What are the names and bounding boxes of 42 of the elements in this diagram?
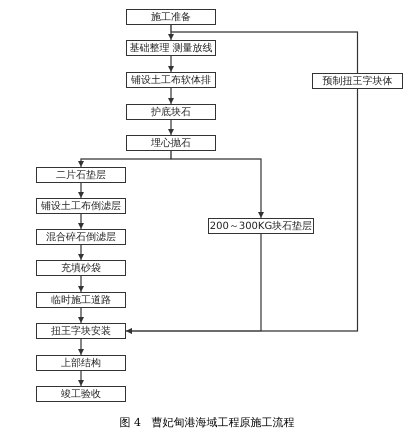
- step-label: 上部结构: [61, 356, 101, 370]
- step-label: 临时施工道路: [51, 294, 111, 307]
- step-label: 竣工验收: [61, 388, 101, 401]
- step-label: 200～300KG块石垫层: [210, 220, 312, 233]
- arrow: [168, 56, 174, 72]
- process-box: [126, 72, 216, 88]
- arrow: [168, 88, 174, 104]
- process-box: [36, 355, 126, 371]
- arrow: [78, 371, 84, 386]
- process-box: [312, 73, 403, 89]
- step-label: 铺设土工布软体排: [131, 74, 211, 87]
- step-label: 扭王字块安装: [51, 324, 111, 338]
- arrow: [170, 151, 264, 218]
- process-box: [36, 386, 126, 402]
- process-box: [126, 104, 216, 120]
- step-label: 预制扭王字块体: [322, 74, 392, 88]
- process-box: [126, 9, 216, 25]
- step-label: 充填砂袋: [61, 262, 101, 275]
- step-label: 护底块石: [151, 106, 191, 119]
- process-box: [36, 292, 126, 308]
- arrow: [78, 214, 84, 229]
- process-box: [36, 198, 126, 214]
- process-box: [36, 260, 126, 276]
- process-box: [126, 135, 216, 151]
- figure-caption: 图 4 曹妃甸港海域工程原施工流程: [118, 415, 296, 430]
- step-label: 埋心抛石: [151, 136, 191, 150]
- step-label: 铺设土工布倒滤层: [41, 200, 121, 213]
- arrow: [78, 308, 84, 323]
- process-box: [126, 40, 216, 56]
- process-box: [36, 229, 126, 245]
- process-box: [36, 167, 126, 183]
- arrow: [168, 120, 174, 135]
- step-label: 混合碎石倒滤层: [46, 230, 116, 244]
- arrow: [78, 245, 84, 260]
- arrow: [126, 89, 358, 334]
- step-label: 施工准备: [151, 10, 191, 24]
- arrow: [78, 339, 84, 355]
- step-label: 二片石垫层: [56, 168, 106, 182]
- step-label: 基础整理 测量放线: [129, 42, 213, 55]
- arrow: [78, 276, 84, 292]
- arrow: [78, 183, 84, 198]
- process-box: [36, 323, 126, 339]
